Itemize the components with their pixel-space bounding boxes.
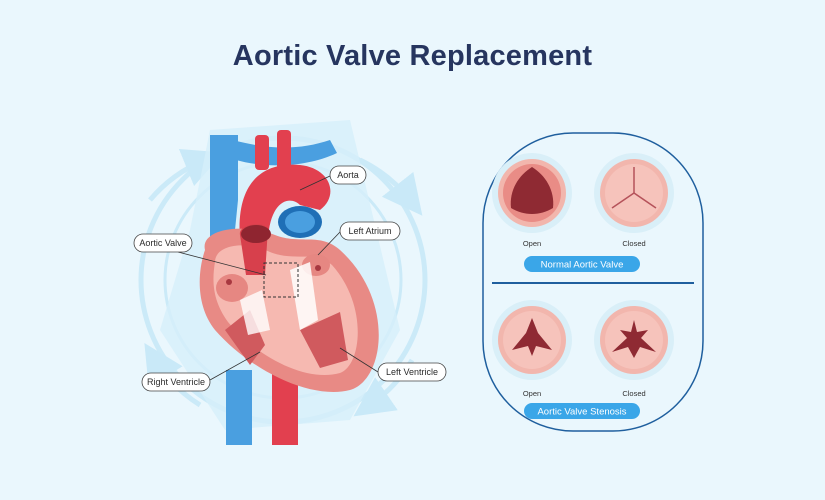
label-right-ventricle-text: Right Ventricle	[147, 377, 205, 387]
label-left-atrium: Left Atrium	[339, 221, 401, 241]
label-aortic-valve-text: Aortic Valve	[139, 238, 186, 248]
stenosis-open-label: Open	[523, 389, 541, 398]
normal-open-label: Open	[523, 239, 541, 248]
label-aorta: Aorta	[329, 165, 367, 185]
label-left-ventricle: Left Ventricle	[377, 362, 447, 382]
label-right-ventricle: Right Ventricle	[141, 372, 211, 392]
label-left-ventricle-text: Left Ventricle	[386, 367, 438, 377]
valve-comparison-panel: Open Closed Normal Aortic Valve	[482, 132, 704, 432]
heart-diagram: Aorta Aortic Valve Left Atrium Right Ven…	[133, 120, 447, 445]
aortic-valve-highlight	[263, 262, 299, 298]
stenosis-valve-open: Open	[492, 300, 572, 398]
normal-valve-closed: Closed	[594, 153, 674, 248]
normal-closed-label: Closed	[622, 239, 645, 248]
stenosis-caption-pill: Aortic Valve Stenosis	[524, 403, 640, 419]
normal-caption-text: Normal Aortic Valve	[541, 260, 624, 271]
label-aorta-text: Aorta	[337, 170, 359, 180]
aorta	[239, 130, 331, 240]
stenosis-valve-closed: Closed	[594, 300, 674, 398]
page-title: Aortic Valve Replacement	[232, 40, 593, 72]
normal-valve-open: Open	[492, 153, 572, 248]
label-left-atrium-text: Left Atrium	[348, 226, 391, 236]
stenosis-closed-label: Closed	[622, 389, 645, 398]
normal-caption-pill: Normal Aortic Valve	[524, 256, 640, 272]
label-aortic-valve: Aortic Valve	[133, 233, 193, 253]
stenosis-caption-text: Aortic Valve Stenosis	[537, 407, 626, 418]
